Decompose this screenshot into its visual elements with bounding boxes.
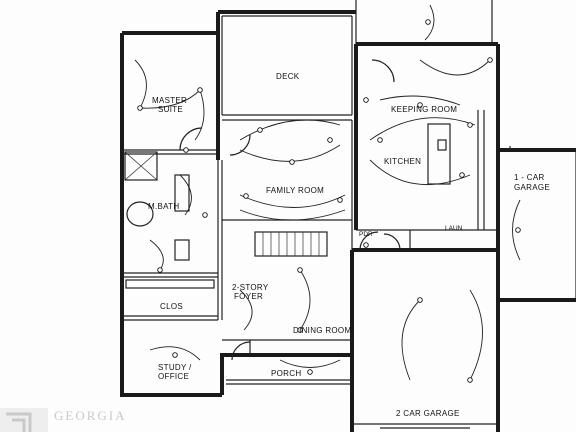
label-clos: CLOS <box>160 302 183 311</box>
label-1car-2: GARAGE <box>514 183 550 192</box>
label-foyer-1: 2-STORY <box>232 283 269 292</box>
label-mbath: M.BATH <box>148 202 179 211</box>
label-master-2: SUITE <box>158 105 183 114</box>
exterior-walls <box>120 0 576 432</box>
label-keeping: KEEPING ROOM <box>391 105 457 114</box>
label-dining: DINING ROOM <box>293 326 351 335</box>
label-deck: DECK <box>276 72 300 81</box>
label-1car-1: 1 - CAR <box>514 173 545 182</box>
label-study-2: OFFICE <box>158 372 189 381</box>
label-2car: 2 CAR GARAGE <box>396 409 460 418</box>
label-kitchen: KITCHEN <box>384 157 421 166</box>
label-pdr: PDR <box>359 231 373 238</box>
electrical-wiring <box>134 4 521 381</box>
watermark: GEORGIA <box>0 408 127 432</box>
room-labels: DECK MASTER SUITE KEEPING ROOM KITCHEN F… <box>148 72 550 418</box>
label-laun: LAUN <box>445 225 463 232</box>
watermark-text: GEORGIA <box>54 408 127 423</box>
label-study-1: STUDY / <box>158 363 192 372</box>
electrical-devices <box>137 19 521 383</box>
label-master-1: MASTER <box>152 96 187 105</box>
label-porch: PORCH <box>271 369 301 378</box>
label-foyer-2: FOYER <box>234 292 263 301</box>
interior-walls <box>122 59 511 429</box>
label-family: FAMILY ROOM <box>266 186 324 195</box>
